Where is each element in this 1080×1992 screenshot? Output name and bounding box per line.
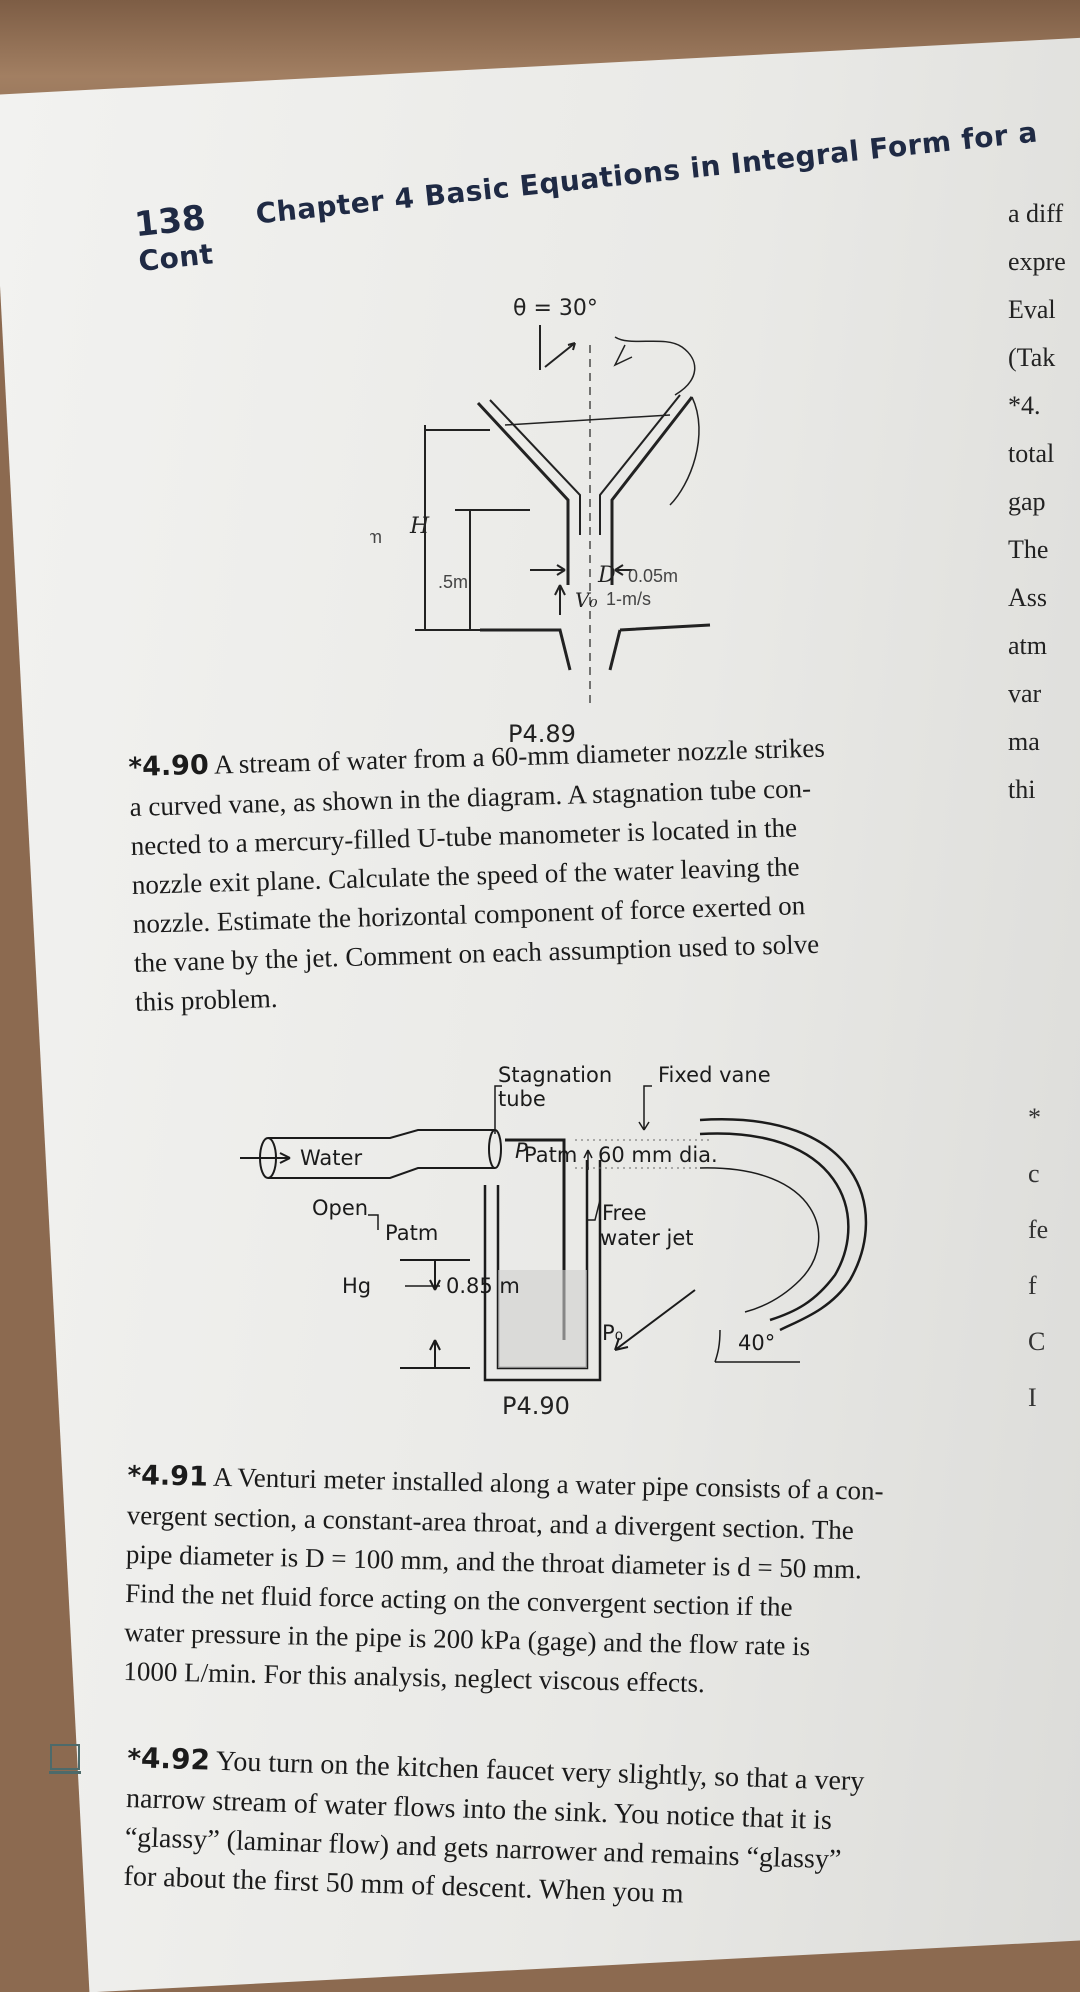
free-jet-label-line2: water jet xyxy=(600,1226,694,1250)
problem-4-92: *4.92 You turn on the kitchen faucet ver… xyxy=(123,1738,1028,1924)
side-line: Eval xyxy=(1008,295,1056,324)
side-line: ma xyxy=(1008,727,1040,756)
handwritten-v0-value: 1-m/s xyxy=(606,589,651,609)
side-line: c xyxy=(1028,1159,1040,1188)
side-line: * xyxy=(1028,1103,1041,1132)
figure-p490-label: P4.90 xyxy=(502,1392,570,1420)
fixed-vane-label: Fixed vane xyxy=(658,1063,771,1087)
side-line: atm xyxy=(1008,631,1047,660)
mercury-label: Hg xyxy=(342,1274,371,1298)
problem-4-91: *4.91 A Venturi meter installed along a … xyxy=(123,1456,1028,1710)
pipe-bottom-wall xyxy=(268,1167,495,1179)
d-dimension-label: D xyxy=(597,563,616,588)
handwritten-h-value: .5m xyxy=(438,572,468,592)
handwritten-patm-label: Patm xyxy=(385,1221,438,1245)
side-line: (Tak xyxy=(1008,343,1056,372)
problem-checkbox-icon xyxy=(49,1744,81,1774)
water-label: Water xyxy=(300,1146,362,1170)
open-label: Open xyxy=(312,1196,368,1220)
free-jet-label-line1: Free xyxy=(602,1201,647,1225)
figure-p489-diagram: θ = 30° H D Im .5m 0.05m V₀ 1-m/s xyxy=(370,296,711,705)
handwritten-p0-label: P₀ xyxy=(602,1321,623,1345)
adjacent-page-text-lower: * c fe f C I xyxy=(1028,1090,1080,1426)
stagnation-tube-label-line1: Stagnation xyxy=(498,1063,612,1087)
side-line: *4. xyxy=(1008,391,1041,420)
side-line: fe xyxy=(1028,1215,1049,1244)
figure-p490-diagram: Stagnation tube Fixed vane Water 60 mm d… xyxy=(240,1063,868,1382)
side-line: The xyxy=(1008,535,1049,564)
pipe-top-wall xyxy=(268,1129,495,1139)
h-dimension-label: H xyxy=(409,514,430,539)
problem-4-90: *4.90 A stream of water from a 60-mm dia… xyxy=(128,724,995,1022)
funnel-left-wall xyxy=(489,399,581,535)
problem-number: 4.91 xyxy=(140,1460,209,1493)
theta-label: θ = 30° xyxy=(513,296,598,321)
handwritten-p-label: P xyxy=(515,1139,528,1163)
v0-label: V₀ xyxy=(575,588,597,612)
side-line: f xyxy=(1028,1271,1037,1300)
problem-number: 4.90 xyxy=(141,749,210,783)
handwritten-one-m: Im xyxy=(370,527,382,547)
side-line: thi xyxy=(1008,775,1036,804)
side-line: gap xyxy=(1008,487,1046,516)
side-line: C xyxy=(1028,1327,1046,1356)
height-dimension-label: 0.85 m xyxy=(446,1274,520,1298)
funnel-right-wall xyxy=(599,394,681,535)
figure-p489-label: P4.89 xyxy=(508,720,576,748)
stagnation-tube-label-line2: tube xyxy=(498,1087,546,1111)
adjacent-page-text: a diff expre Eval (Tak *4. total gap The… xyxy=(1008,190,1080,814)
side-line: a diff xyxy=(1008,199,1064,228)
side-line: I xyxy=(1028,1383,1037,1412)
side-line: total xyxy=(1008,439,1055,468)
side-line: Ass xyxy=(1008,583,1048,612)
side-line: var xyxy=(1008,679,1042,708)
side-line: expre xyxy=(1008,247,1066,276)
nozzle-diameter-label: 60 mm dia. xyxy=(598,1143,718,1167)
handwritten-patm-top: Patm xyxy=(524,1143,577,1167)
exit-angle-label: 40° xyxy=(738,1331,775,1355)
problem-number: 4.92 xyxy=(140,1741,211,1777)
handwritten-d-value: 0.05m xyxy=(628,566,678,586)
